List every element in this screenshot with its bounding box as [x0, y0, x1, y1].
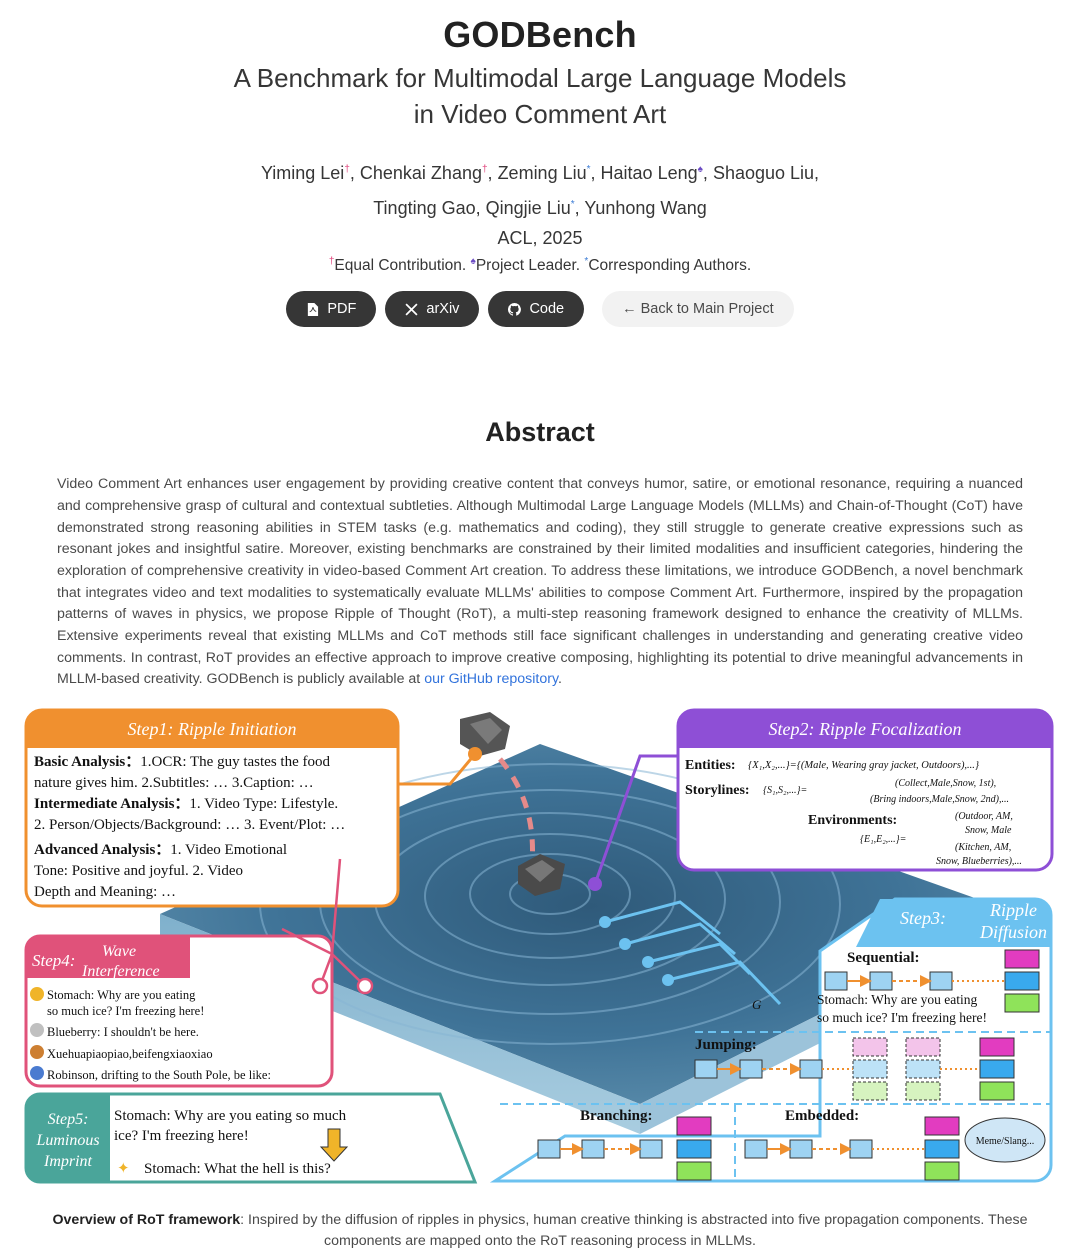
abstract-text: Video Comment Art enhances user engageme…: [57, 476, 1023, 688]
author-notes: †Equal Contribution. ♠Project Leader. *C…: [328, 256, 752, 275]
svg-text:Entities:: Entities:: [685, 758, 736, 773]
svg-text:Basic Analysis：1.OCR: The guy: Basic Analysis：1.OCR: The guy tastes the…: [34, 754, 330, 770]
svg-text:Stomach: Why are you eating: Stomach: Why are you eating: [817, 992, 977, 1007]
svg-text:Stomach: What the hell is this: Stomach: What the hell is this?: [144, 1161, 331, 1177]
svg-text:Branching:: Branching:: [580, 1108, 653, 1124]
medal-icon: [30, 1066, 44, 1080]
figure-caption: Overview of RoT framework: Inspired by t…: [52, 1212, 1028, 1249]
medal-icon: [30, 987, 44, 1001]
svg-text:Diffusion: Diffusion: [979, 922, 1047, 942]
svg-text:Interference: Interference: [81, 963, 160, 980]
rock-icon: [460, 712, 510, 756]
svg-text:Sequential:: Sequential:: [847, 950, 920, 966]
spade-mark: ♠: [470, 256, 476, 267]
pdf-button[interactable]: PDF: [286, 291, 377, 328]
svg-text:Depth and Meaning: …: Depth and Meaning: …: [34, 884, 176, 900]
svg-text:so much ice? I'm freezing here: so much ice? I'm freezing here!: [817, 1010, 987, 1025]
svg-text:Storylines:: Storylines:: [685, 783, 750, 798]
svg-text:Jumping:: Jumping:: [695, 1037, 757, 1053]
svg-text:(Outdoor, AM,: (Outdoor, AM,: [955, 811, 1013, 822]
subtitle-line-2: in Video Comment Art: [413, 99, 667, 129]
github-icon: [508, 302, 522, 316]
back-to-main-button[interactable]: ← Back to Main Project: [602, 291, 794, 328]
subtitle-line-1: A Benchmark for Multimodal Large Languag…: [233, 63, 847, 93]
medal-icon: [30, 1023, 44, 1037]
svg-text:Luminous: Luminous: [35, 1132, 99, 1149]
svg-text:Snow, Male: Snow, Male: [965, 825, 1012, 836]
page-header: GODBench A Benchmark for Multimodal Larg…: [0, 14, 1080, 328]
rock-in-water-icon: [518, 854, 565, 896]
author-list: Yiming Lei†, Chenkai Zhang†, Zeming Liu*…: [0, 154, 1080, 224]
arxiv-button-label: arXiv: [426, 301, 460, 318]
svg-text:Imprint: Imprint: [43, 1153, 93, 1170]
step1-ripple-initiation: Step1: Ripple Initiation Basic Analysis：…: [24, 708, 400, 908]
star-mark: *: [584, 256, 589, 267]
svg-text:ice? I'm freezing here!: ice? I'm freezing here!: [114, 1128, 249, 1144]
svg-text:Stomach: Why are you eating so: Stomach: Why are you eating so much: [114, 1108, 347, 1124]
svg-text:Step5:: Step5:: [48, 1111, 89, 1128]
author-link[interactable]: Haitao Leng♠: [600, 163, 703, 183]
svg-text:Robinson, drifting to the Sout: Robinson, drifting to the South Pole, be…: [47, 1068, 271, 1082]
svg-text:Xuehuapiaopiao,beifengxiaoxiao: Xuehuapiaopiao,beifengxiaoxiao: [47, 1047, 213, 1061]
github-repo-link[interactable]: our GitHub repository: [424, 671, 558, 688]
venue: ACL, 2025: [497, 228, 583, 248]
author-link[interactable]: Tingting Gao: [373, 198, 476, 218]
pdf-button-label: PDF: [327, 301, 357, 318]
svg-text:so much ice? I'm freezing here: so much ice? I'm freezing here!: [47, 1004, 204, 1018]
svg-text:{X₁,X₂,...}={(Male, Wearing gr: {X₁,X₂,...}={(Male, Wearing gray jacket,…: [748, 760, 980, 771]
code-button-label: Code: [529, 301, 565, 318]
svg-text:Tone: Positive and joyful. 2.: Tone: Positive and joyful. 2. Video: [34, 863, 243, 879]
svg-text:(Collect,Male,Snow, 1st),: (Collect,Male,Snow, 1st),: [895, 778, 996, 789]
svg-text:{S₁,S₂,...}=: {S₁,S₂,...}=: [763, 785, 807, 796]
svg-text:Step4:: Step4:: [32, 951, 75, 970]
svg-text:nature gives him. 2.Subtitles:: nature gives him. 2.Subtitles: … 3.Capti…: [34, 775, 314, 791]
svg-text:Embedded:: Embedded:: [785, 1108, 859, 1124]
back-button-label: ← Back to Main Project: [622, 301, 774, 318]
link-buttons: PDF arXiv Code ← Back to Main Project: [0, 291, 1080, 328]
abstract-title: Abstract: [485, 417, 595, 448]
step2-ripple-focalization: Step2: Ripple Focalization Entities: {X₁…: [676, 708, 1054, 872]
dagger-mark: †: [328, 256, 335, 267]
svg-text:{E₁,E₂,...}=: {E₁,E₂,...}=: [860, 834, 906, 845]
step1-title: Step1: Ripple Initiation: [128, 719, 297, 739]
sparkle-icon: ✦: [117, 1161, 130, 1177]
pdf-icon: [308, 302, 319, 316]
author-line-1: Yiming Lei†, Chenkai Zhang†, Zeming Liu*…: [260, 163, 820, 183]
author-link[interactable]: Yunhong Wang: [584, 198, 707, 218]
rot-framework-figure: Step1: Ripple Initiation Basic Analysis：…: [24, 708, 1054, 1184]
author-link[interactable]: Qingjie Liu*: [485, 198, 575, 218]
medal-icon: [30, 1045, 44, 1059]
svg-text:2. Person/Objects/Background:: 2. Person/Objects/Background: … 3. Event…: [34, 817, 345, 833]
step3-ripple-diffusion: Step3: Ripple Diffusion Sequential: Jump…: [489, 897, 1053, 1183]
svg-text:Ripple: Ripple: [989, 900, 1037, 920]
author-link[interactable]: Chenkai Zhang†: [359, 163, 488, 183]
svg-text:(Kitchen, AM,: (Kitchen, AM,: [955, 842, 1011, 853]
arxiv-button[interactable]: arXiv: [385, 291, 480, 328]
svg-text:Environments:: Environments:: [808, 813, 897, 828]
author-link[interactable]: Yiming Lei†: [260, 163, 350, 183]
svg-text:Advanced Analysis：1. Video Emo: Advanced Analysis：1. Video Emotional: [34, 842, 287, 858]
svg-text:Stomach: Why are you eating: Stomach: Why are you eating: [47, 988, 196, 1002]
arxiv-icon: [405, 303, 418, 316]
svg-text:Wave: Wave: [102, 943, 136, 960]
page-title: GODBench: [443, 14, 637, 55]
page-subtitle: A Benchmark for Multimodal Large Languag…: [0, 60, 1080, 132]
code-button[interactable]: Code: [488, 291, 585, 328]
step2-title: Step2: Ripple Focalization: [769, 719, 962, 739]
svg-text:(Bring indoors,Male,Snow, 2nd): (Bring indoors,Male,Snow, 2nd),...: [870, 794, 1009, 805]
step5-luminous-imprint: Step5: Luminous Imprint Stomach: Why are…: [24, 1092, 478, 1184]
author-line-2: Tingting Gao, Qingjie Liu*, Yunhong Wang: [373, 198, 707, 218]
svg-text:Step3:: Step3:: [900, 908, 946, 928]
arrow-down-icon: [319, 1128, 349, 1162]
svg-text:Snow, Blueberries),...: Snow, Blueberries),...: [936, 856, 1022, 867]
step4-wave-interference: Step4: Wave Interference Stomach: Why ar…: [24, 934, 334, 1088]
svg-text:Blueberry: I shouldn't be here: Blueberry: I shouldn't be here.: [47, 1025, 199, 1039]
svg-text:G: G: [752, 997, 762, 1012]
author-link[interactable]: Zeming Liu*: [497, 163, 591, 183]
author-link[interactable]: Shaoguo Liu: [712, 163, 815, 183]
svg-text:Intermediate Analysis：1. Video: Intermediate Analysis：1. Video Type: Lif…: [34, 796, 338, 812]
svg-text:Meme/Slang...: Meme/Slang...: [976, 1136, 1035, 1147]
